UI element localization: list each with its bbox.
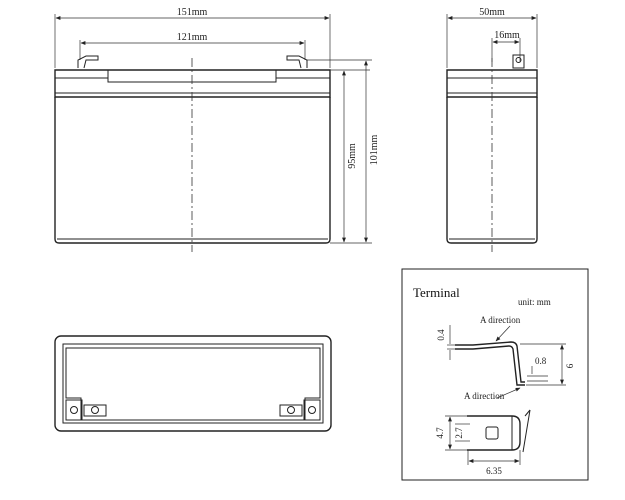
terminal-hole (485, 426, 499, 440)
terminal-detail-frame (401, 268, 589, 481)
terminal-title: Terminal (413, 285, 460, 300)
top-right-terminal (279, 399, 321, 421)
side-body (446, 97, 538, 244)
direction-bottom-label: A direction (464, 391, 505, 401)
width-dimension-label: 151mm (177, 7, 208, 18)
top-view (54, 335, 332, 432)
terminal-offset-label: 16mm (494, 30, 520, 41)
height-dimension-label: 95mm (347, 143, 358, 169)
tab-width-label: 6.35 (486, 466, 502, 476)
unit-label: unit: mm (518, 297, 551, 307)
top-outer-outline (54, 335, 332, 432)
side-terminal (512, 54, 525, 69)
tab-offset-label: 0.8 (535, 356, 547, 366)
battery-body (54, 97, 331, 244)
terminal-detail-panel: Terminal unit: mm A direction A directio… (401, 268, 589, 481)
terminal-tab-plan (467, 415, 521, 451)
side-view: 50mm 16mm (446, 7, 538, 252)
side-width-label: 50mm (479, 7, 505, 18)
right-terminal (286, 55, 308, 69)
hole-size-label: 2.7 (454, 427, 464, 439)
top-inner-outline (62, 343, 324, 424)
top-left-terminal (65, 399, 107, 421)
tab-height-label: 6 (565, 363, 575, 368)
direction-top-label: A direction (480, 315, 521, 325)
left-terminal (77, 55, 99, 69)
tab-length-label: 4.7 (435, 427, 445, 439)
thickness-label: 0.4 (436, 329, 446, 341)
front-view: 151mm 121mm 95mm 101mm (54, 7, 380, 252)
terminal-tab-profile (455, 341, 525, 383)
total-height-dimension-label: 101mm (369, 135, 380, 166)
terminal-spacing-label: 121mm (177, 32, 208, 43)
